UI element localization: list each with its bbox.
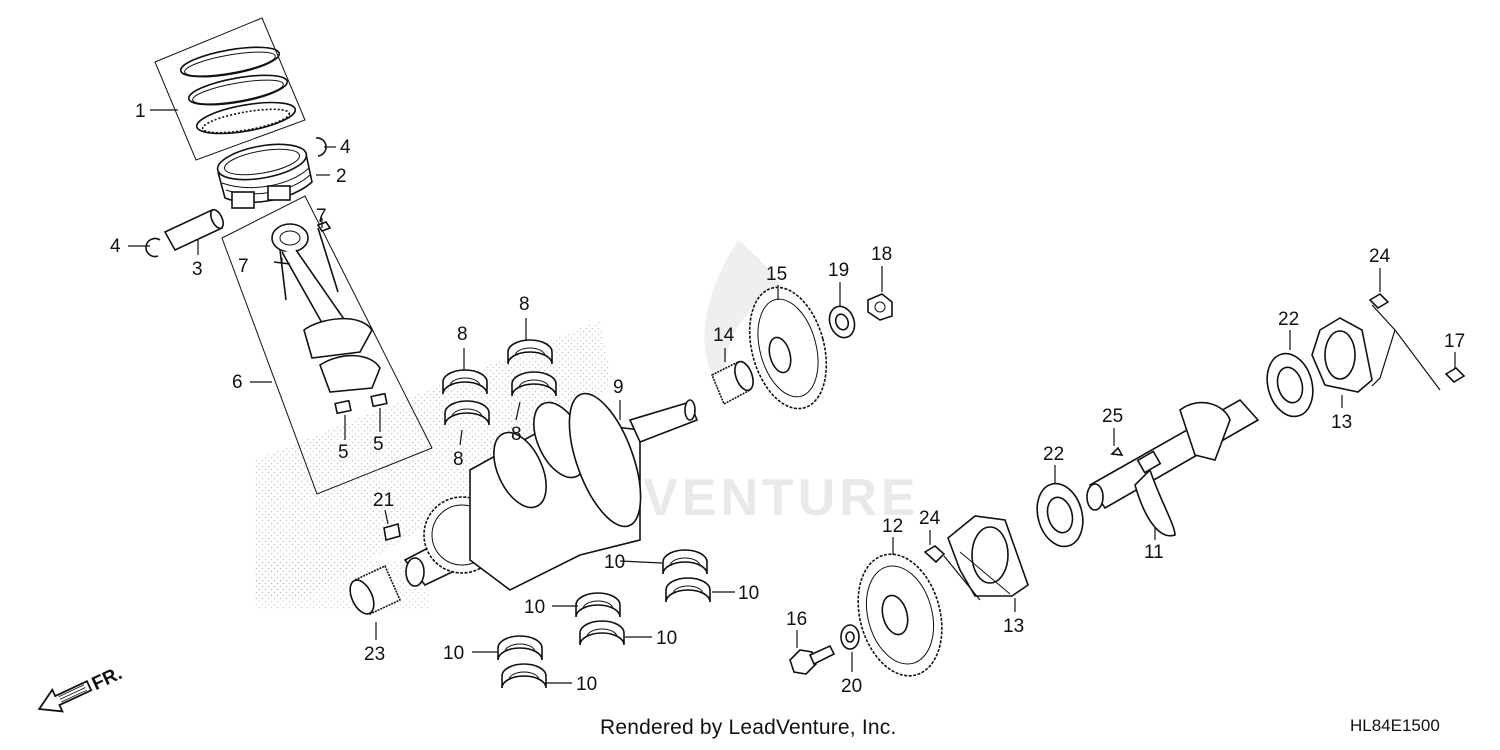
needle-bearing-left — [349, 564, 402, 616]
callout-14: 14 — [713, 325, 735, 346]
callout-25: 25 — [1102, 406, 1123, 427]
callout-5: 5 — [373, 434, 384, 455]
balancer-shaft — [1086, 398, 1260, 537]
callout-8: 8 — [511, 424, 522, 445]
crank-bearing-shell — [579, 620, 625, 646]
callout-23: 23 — [364, 644, 385, 665]
bolt-lower — [923, 545, 946, 564]
callout-21: 21 — [373, 490, 394, 511]
connecting-rod — [271, 221, 388, 415]
callout-2: 2 — [336, 166, 347, 187]
callout-20: 20 — [841, 676, 862, 697]
bearing-holder-upper — [1311, 317, 1373, 393]
crank-bearing-shell — [665, 577, 711, 603]
callout-8: 8 — [453, 449, 464, 470]
callout-18: 18 — [871, 244, 892, 265]
callout-1: 1 — [135, 101, 146, 122]
callout-5: 5 — [338, 442, 349, 463]
crank-bearing-shell — [497, 635, 543, 661]
piston-pin — [163, 208, 224, 252]
woodruff-key — [383, 522, 401, 542]
callout-8: 8 — [457, 324, 468, 345]
idle-gear — [748, 286, 828, 410]
callout-24: 24 — [919, 508, 941, 529]
crank-bearing-shell — [501, 663, 547, 689]
diagram-code: HL84E1500 — [1350, 716, 1440, 735]
crank-bearing-shell — [662, 549, 708, 575]
callout-10: 10 — [738, 583, 759, 604]
render-credit: Rendered by LeadVenture, Inc. — [600, 716, 897, 739]
callout-10: 10 — [656, 628, 677, 649]
drive-gear — [857, 553, 943, 677]
callout-9: 9 — [613, 377, 624, 398]
thrust-washer — [840, 624, 860, 650]
callout-11: 11 — [1144, 542, 1164, 563]
callout-10: 10 — [524, 597, 545, 618]
piston-ring-set — [154, 17, 306, 161]
callout-3: 3 — [192, 259, 203, 280]
washer — [828, 305, 856, 339]
leader-lines — [128, 109, 1456, 684]
piston-pin-clip-left — [145, 237, 161, 258]
callout-8: 8 — [519, 294, 530, 315]
callout-13: 13 — [1331, 412, 1352, 433]
callout-6: 6 — [232, 372, 243, 393]
callout-24: 24 — [1369, 246, 1391, 267]
callout-10: 10 — [576, 674, 597, 695]
crankshaft — [403, 392, 699, 591]
callout-4: 4 — [110, 236, 121, 257]
crank-bearing-shell — [575, 592, 621, 618]
callout-16: 16 — [786, 609, 807, 630]
callout-10: 10 — [443, 643, 464, 664]
front-marker-label: FR. — [89, 663, 126, 695]
connecting-rod-box — [221, 195, 433, 495]
callout-22: 22 — [1043, 444, 1064, 465]
flange-bolt — [789, 644, 836, 675]
dowel-pin — [1110, 446, 1124, 456]
callout-4: 4 — [340, 137, 351, 158]
bearing-holder-lower — [947, 515, 1029, 597]
front-direction-arrow-icon: FR. — [37, 663, 126, 713]
callout-7: 7 — [238, 256, 249, 277]
callout-12: 12 — [882, 516, 903, 537]
callout-10: 10 — [604, 552, 625, 573]
needle-bearing — [710, 360, 754, 406]
ball-bearing-lower — [1036, 482, 1084, 548]
callout-13: 13 — [1003, 616, 1024, 637]
bolt-upper — [1368, 292, 1390, 310]
callout-17: 17 — [1444, 331, 1465, 352]
nut — [867, 293, 893, 321]
callouts: 1 2 3 4 4 5 5 6 7 7 8 8 8 8 9 10 10 10 1… — [110, 101, 1465, 697]
piston-pin-clip-right — [315, 137, 327, 157]
callout-22: 22 — [1278, 309, 1299, 330]
callout-7: 7 — [316, 206, 327, 227]
callout-15: 15 — [766, 264, 787, 285]
callout-19: 19 — [828, 260, 849, 281]
bolt-side — [1444, 366, 1466, 384]
piston — [216, 143, 313, 209]
ball-bearing-upper — [1266, 352, 1314, 418]
